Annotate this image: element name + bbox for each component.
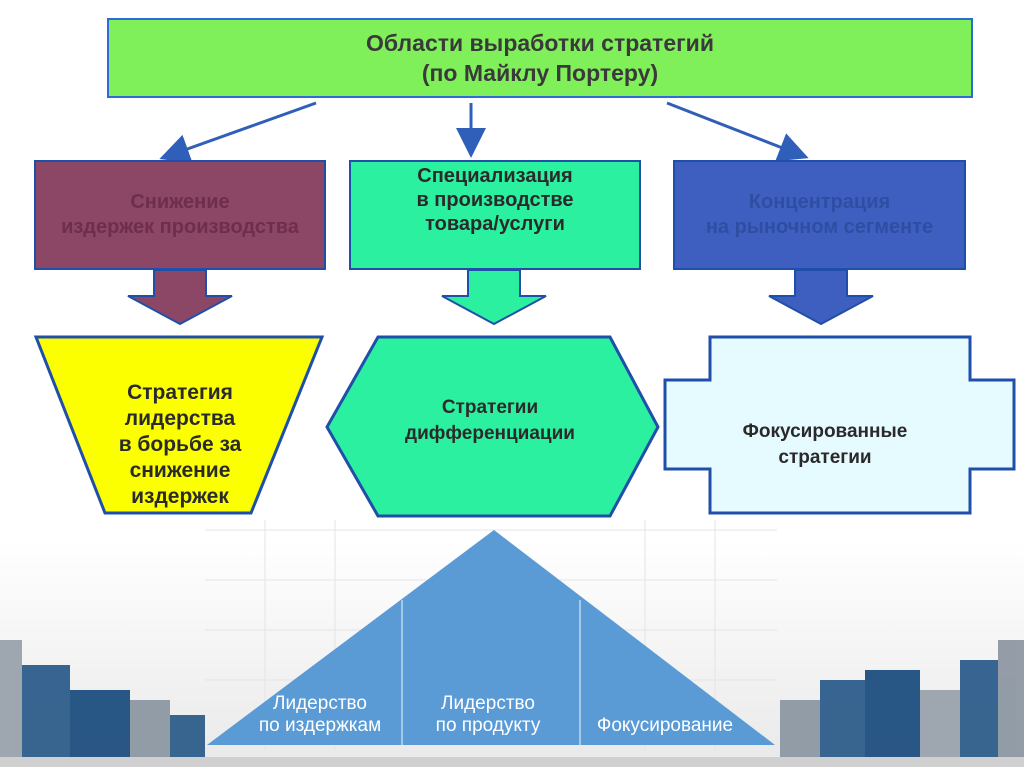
- strategy-cost-leadership-text: Стратегия лидерства в борьбе за снижение…: [118, 381, 242, 508]
- title-box: Области выработки стратегий (по Майклу П…: [107, 18, 973, 98]
- area-cost-reduction-label: Снижение издержек производства: [61, 191, 299, 238]
- strategy-focus-text: Фокусированные стратегии: [742, 421, 908, 468]
- pyramid-label-focus: Фокусирование: [596, 715, 734, 736]
- area-specialization-label: Специализация в производстве товара/услу…: [416, 165, 574, 235]
- area-concentration-label: Концентрация на рыночном сегменте: [705, 191, 934, 238]
- arrow-right: [666, 101, 809, 162]
- pyramid-label-product: Лидерство по продукту: [435, 693, 541, 736]
- strategy-differentiation-label: Стратегии дифференциации: [340, 386, 640, 456]
- area-specialization: Специализация в производстве товара/услу…: [349, 160, 641, 270]
- area-concentration: Концентрация на рыночном сегменте: [673, 160, 966, 270]
- pyramid-triangle: [207, 530, 775, 745]
- strategy-focus-label: Фокусированные стратегии: [700, 410, 950, 480]
- buildings-left: [0, 640, 205, 767]
- title-text: Области выработки стратегий (по Майклу П…: [366, 30, 714, 86]
- block-arrow-right: [768, 269, 874, 326]
- pyramid: [205, 520, 777, 750]
- strategy-differentiation-text: Стратегии дифференциации: [405, 397, 575, 444]
- pyramid-label-cost: Лидерство по издержкам: [258, 693, 382, 736]
- strategy-differentiation-shape: [325, 335, 660, 518]
- arrow-left: [159, 101, 317, 164]
- strategy-cost-leadership-label: Стратегия лидерства в борьбе за снижение…: [80, 370, 280, 520]
- strategy-cost-leadership-shape: [33, 335, 325, 515]
- title-arrows: [159, 101, 809, 164]
- block-arrow-left: [127, 269, 233, 326]
- strategy-shapes: [33, 269, 1016, 518]
- block-arrow-center: [441, 269, 547, 326]
- strategy-focus-shape: [663, 335, 1016, 515]
- buildings-right: [780, 640, 1024, 767]
